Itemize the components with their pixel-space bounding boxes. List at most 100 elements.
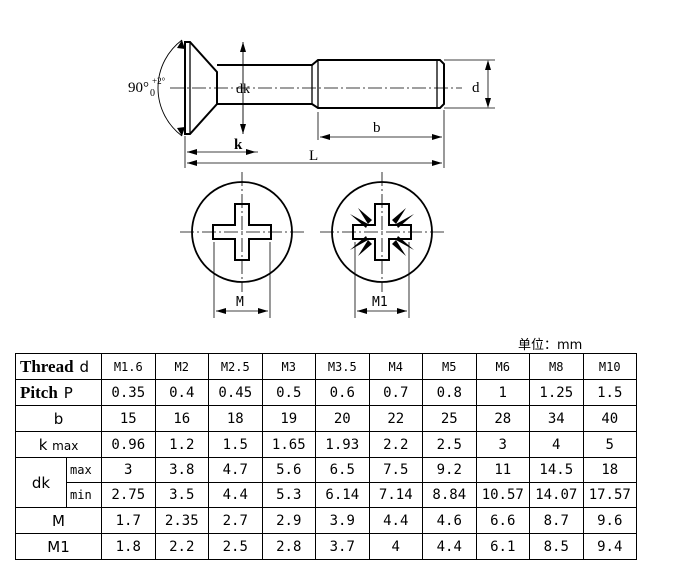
- dk-max-cell: 18: [582, 457, 638, 483]
- b-cell: 15: [101, 405, 156, 432]
- dk-max-cell: 11: [475, 457, 531, 483]
- pozidriv-spike: [350, 236, 368, 250]
- dk-min-cell: 8.84: [422, 482, 477, 508]
- b-cell: 19: [261, 405, 317, 432]
- pitch-cell: 1.25: [529, 379, 584, 406]
- k-header-label: k: [38, 435, 48, 454]
- screw-technical-drawing: 90° +2° 0 dk d b k L M M1: [128, 39, 495, 318]
- pozidriv-cross-recess: [352, 203, 412, 261]
- dk-min-cell: 7.14: [368, 482, 424, 508]
- kmax-cell: 4: [529, 431, 584, 458]
- dk-max-cell: 7.5: [368, 457, 424, 483]
- pitch-cell: 0.4: [154, 379, 210, 406]
- thread-cell: M1.6: [101, 353, 156, 380]
- b-cell: 18: [208, 405, 263, 432]
- thread-cell: M2: [154, 353, 210, 380]
- dk-max-cell: 5.6: [261, 457, 317, 483]
- dk-max-cell: 4.7: [208, 457, 263, 483]
- M-cell: 2.35: [154, 507, 210, 534]
- kmax-cell: 1.93: [315, 431, 370, 458]
- pozidriv-spike: [358, 208, 372, 224]
- M1-cell: 2.5: [208, 533, 263, 560]
- pitch-symbol: P: [63, 383, 73, 402]
- kmax-cell: 1.5: [208, 431, 263, 458]
- phillips-cross-recess: [212, 203, 272, 261]
- dk-max-cell: 9.2: [422, 457, 477, 483]
- thread-cell: M2.5: [208, 353, 263, 380]
- dk-min-cell: 4.4: [208, 482, 263, 508]
- thread-cell: M8: [529, 353, 584, 380]
- pitch-header-label: Pitch: [20, 382, 58, 402]
- pitch-cell: 0.45: [208, 379, 263, 406]
- M1-cell: 2.2: [154, 533, 210, 560]
- M1-cell: 8.5: [529, 533, 584, 560]
- M1-cell: 2.8: [261, 533, 317, 560]
- M1-cell: 4.4: [422, 533, 477, 560]
- kmax-cell: 2.5: [422, 431, 477, 458]
- L-label: L: [309, 148, 318, 164]
- dk-max-header: max: [65, 457, 103, 483]
- dk-min-label: min: [70, 488, 92, 502]
- dk-max-cell: 3.8: [154, 457, 210, 483]
- M1-cell: 6.1: [475, 533, 531, 560]
- M1-cell: 4: [368, 533, 424, 560]
- M1-header-label: M1: [47, 537, 70, 556]
- M-header-label: M: [52, 511, 65, 530]
- b-header: b: [14, 405, 103, 432]
- pozidriv-spike: [392, 240, 406, 256]
- M1-cell: 1.8: [101, 533, 156, 560]
- pitch-cell: 1: [475, 379, 531, 406]
- b-cell: 20: [315, 405, 370, 432]
- pozidriv-spike: [396, 214, 414, 228]
- M-label: M: [236, 295, 244, 310]
- thread-cell: M5: [422, 353, 477, 380]
- dk-min-cell: 17.57: [582, 482, 638, 508]
- M-cell: 4.6: [422, 507, 477, 534]
- dk-header: dk: [15, 457, 67, 508]
- M-cell: 1.7: [101, 507, 156, 534]
- kmax-sub-label: max: [52, 438, 79, 453]
- kmax-cell: 1.65: [261, 431, 317, 458]
- pitch-cell: 0.7: [368, 379, 424, 406]
- angle-label: 90°: [128, 80, 149, 96]
- kmax-cell: 5: [582, 431, 638, 458]
- pitch-cell: 0.5: [261, 379, 317, 406]
- thread-cell: M6: [475, 353, 531, 380]
- thread-cell: M10: [582, 353, 638, 380]
- M1-header: M1: [14, 533, 103, 560]
- screw-shank-outline: [217, 59, 445, 109]
- b-cell: 25: [422, 405, 477, 432]
- M1-label: M1: [372, 295, 388, 310]
- b-cell: 34: [529, 405, 584, 432]
- dk-min-cell: 14.07: [529, 482, 584, 508]
- pitch-header: Pitch P: [14, 379, 103, 406]
- thread-header-label: Thread: [20, 356, 74, 376]
- b-header-label: b: [53, 409, 64, 428]
- dk-min-cell: 2.75: [101, 482, 156, 508]
- dk-min-header: min: [65, 482, 103, 508]
- M-cell: 2.9: [261, 507, 317, 534]
- dk-min-cell: 3.5: [154, 482, 210, 508]
- M-header: M: [14, 507, 103, 534]
- M1-cell: 3.7: [315, 533, 370, 560]
- kmax-cell: 0.96: [101, 431, 156, 458]
- pozidriv-spike: [392, 208, 406, 224]
- dk-max-cell: 14.5: [529, 457, 584, 483]
- angle-tolerance-lower: 0: [150, 88, 155, 99]
- M-cell: 3.9: [315, 507, 370, 534]
- M-cell: 6.6: [475, 507, 531, 534]
- M1-cell: 9.4: [582, 533, 638, 560]
- M-cell: 2.7: [208, 507, 263, 534]
- thread-cell: M3.5: [315, 353, 370, 380]
- pitch-cell: 0.8: [422, 379, 477, 406]
- pozidriv-spike: [358, 240, 372, 256]
- b-label: b: [373, 120, 381, 136]
- M-cell: 4.4: [368, 507, 424, 534]
- dk-max-label: max: [70, 463, 92, 477]
